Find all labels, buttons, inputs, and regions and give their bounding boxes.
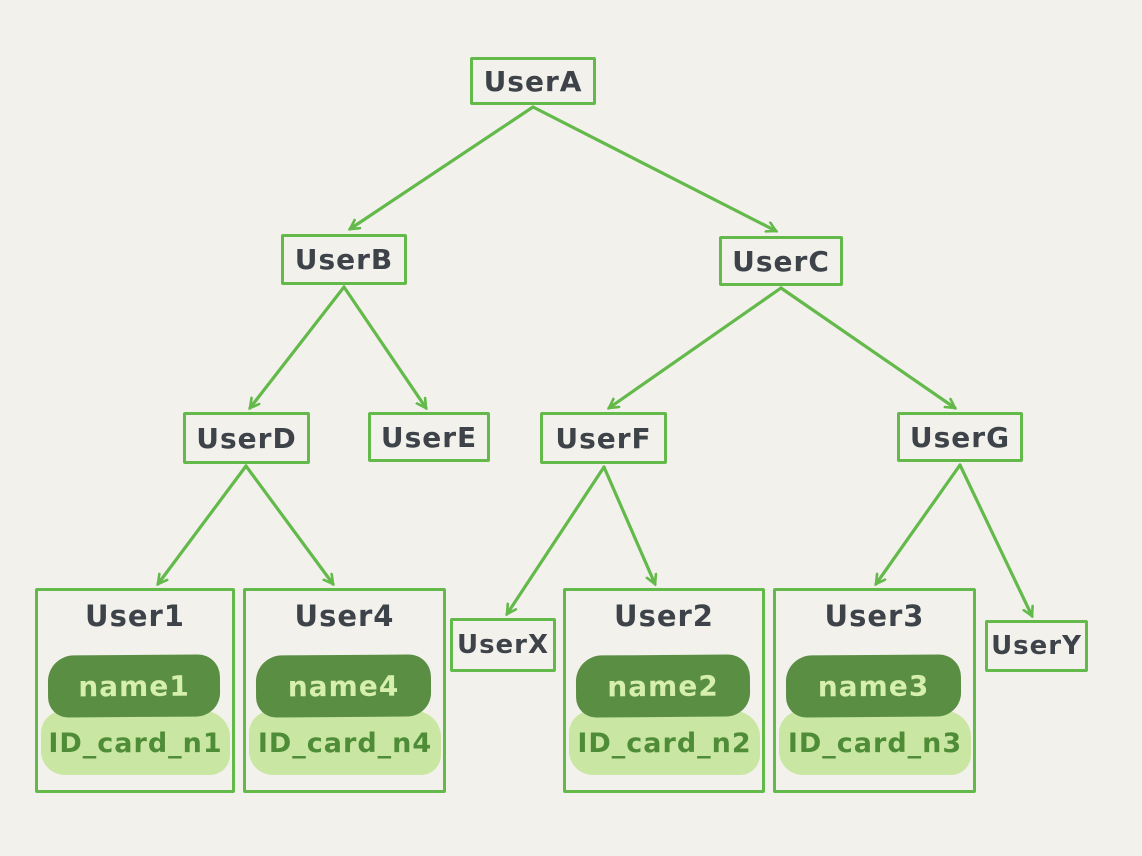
card-user1-id-pill: ID_card_n1	[41, 711, 230, 775]
node-userc-label: UserC	[732, 244, 830, 278]
card-user4-name-pill: name4	[255, 654, 432, 718]
edge-userf-user2	[602, 465, 655, 584]
node-usera-label: UserA	[483, 64, 583, 98]
edge-userc-userg	[779, 286, 955, 410]
node-userg: UserG	[897, 412, 1023, 462]
card-user2-id-pill: ID_card_n2	[569, 711, 760, 775]
node-userd-label: UserD	[196, 421, 297, 455]
edge-usera-userc	[531, 105, 776, 231]
node-usere-label: UserE	[380, 420, 478, 454]
node-userx-label: UserX	[456, 630, 550, 660]
node-userf: UserF	[540, 412, 667, 464]
edge-usera-userb	[350, 105, 535, 231]
node-usere: UserE	[368, 412, 490, 462]
edge-userg-user3	[874, 463, 962, 584]
card-user4-id-pill: ID_card_n4	[249, 711, 441, 775]
card-user1-title: User1	[85, 599, 185, 633]
card-user3: User3 name3 ID_card_n3	[773, 588, 976, 793]
node-userg-label: UserG	[909, 420, 1011, 454]
edge-userb-userd	[250, 285, 346, 408]
card-user1-name-pill: name1	[47, 654, 221, 718]
card-user3-id-pill: ID_card_n3	[779, 711, 971, 775]
node-userd: UserD	[183, 412, 310, 464]
edge-userc-userf	[609, 286, 783, 410]
edge-userb-usere	[342, 285, 428, 408]
node-usery-label: UserY	[991, 631, 1082, 661]
edge-userd-user1	[158, 464, 248, 584]
card-user1: User1 name1 ID_card_n1	[35, 588, 235, 793]
node-userx: UserX	[450, 618, 556, 672]
card-user2-name-pill: name2	[575, 654, 751, 718]
node-userb: UserB	[281, 234, 407, 285]
card-user2: User2 name2 ID_card_n2	[563, 588, 765, 793]
card-user2-title: User2	[614, 599, 714, 633]
node-usera: UserA	[470, 57, 596, 105]
node-userb-label: UserB	[294, 243, 394, 276]
node-usery: UserY	[985, 620, 1088, 672]
card-user4: User4 name4 ID_card_n4	[243, 588, 446, 793]
node-userc: UserC	[719, 236, 843, 286]
card-user3-name-pill: name3	[785, 654, 962, 718]
card-user3-title: User3	[824, 599, 925, 633]
node-userf-label: UserF	[555, 421, 652, 455]
card-user4-title: User4	[294, 599, 395, 633]
edge-userd-user4	[244, 464, 335, 584]
